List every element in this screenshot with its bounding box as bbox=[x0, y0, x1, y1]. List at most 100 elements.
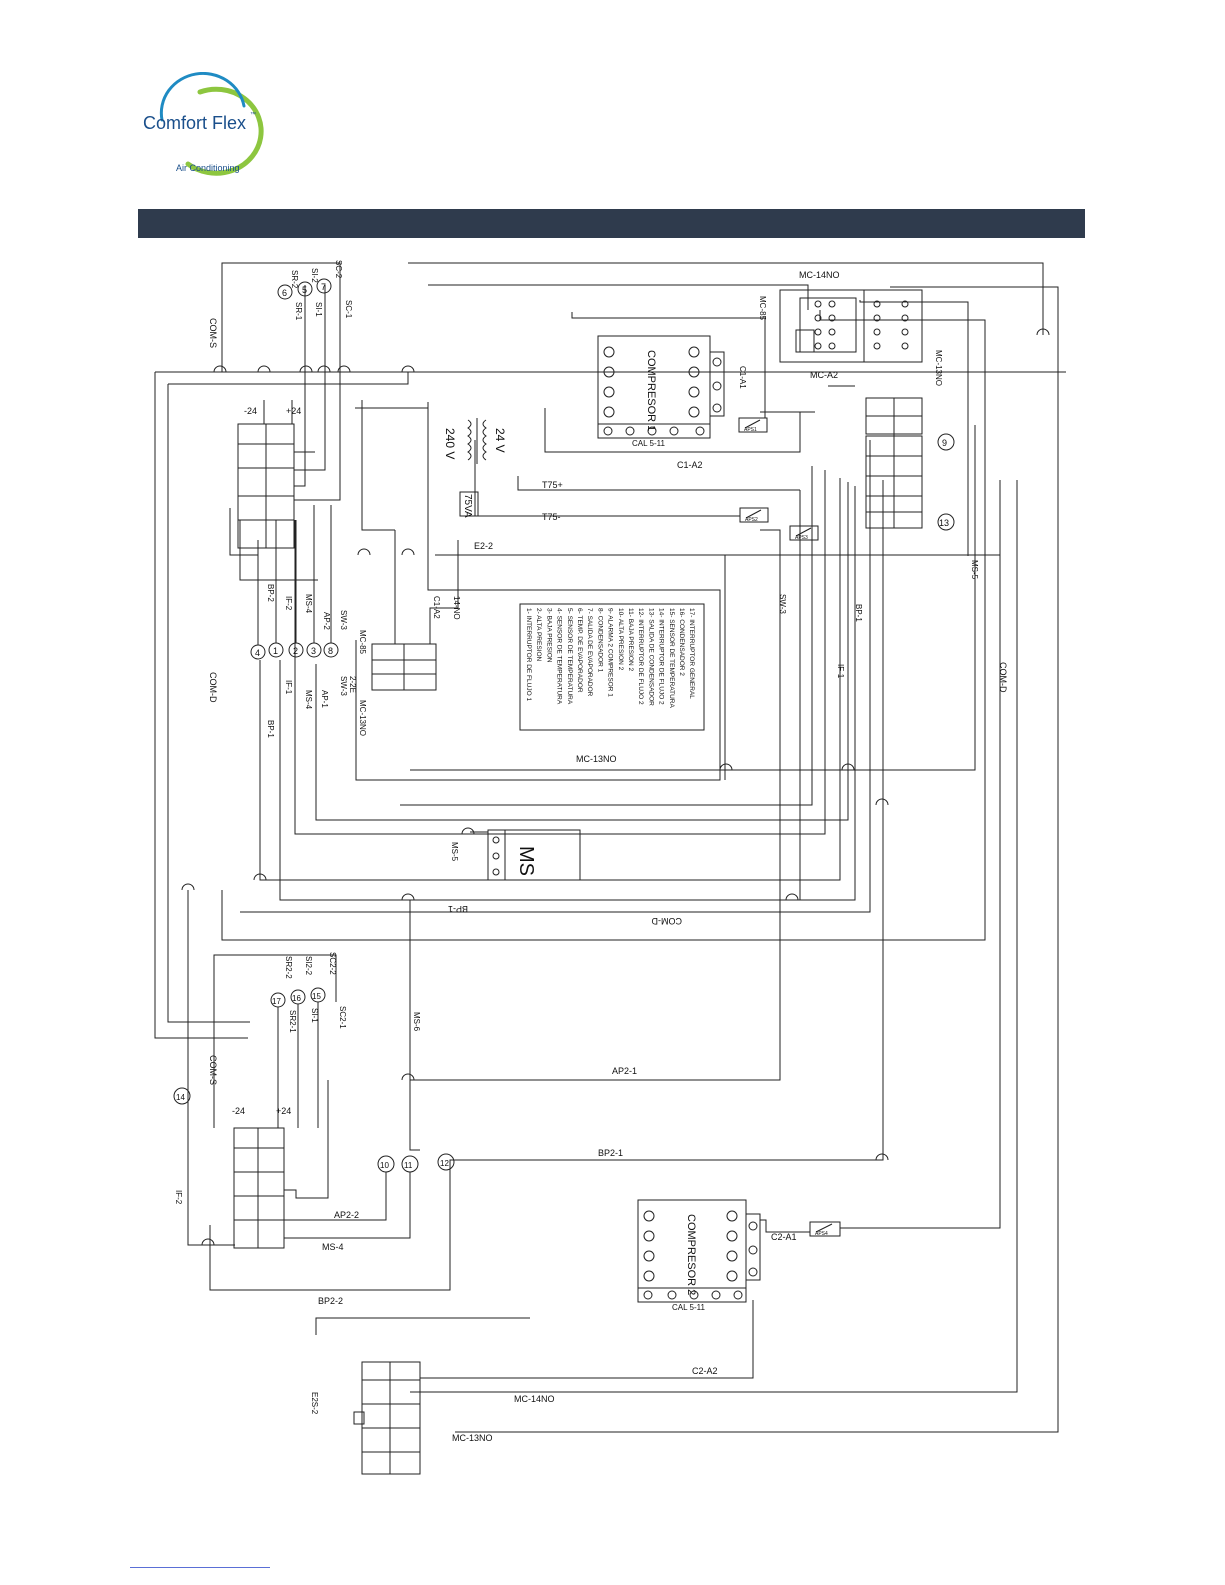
label-ms4: MS-4 bbox=[304, 594, 313, 614]
label-c1-a1: C1-A1 bbox=[738, 366, 747, 389]
footer-link-underline bbox=[130, 1567, 270, 1568]
wires-top bbox=[154, 262, 1066, 1433]
connector-13-label: 13 bbox=[939, 518, 949, 528]
label-mc14no-top: MC-14NO bbox=[799, 270, 840, 280]
label-c2-a1: C2-A1 bbox=[771, 1232, 797, 1242]
logo-arc-blue-icon bbox=[159, 71, 246, 122]
label-mc13no-right: MC-13NO bbox=[934, 350, 943, 386]
label-si2: SI-2 bbox=[310, 268, 319, 283]
label-c1-a2: C1-A2 bbox=[677, 460, 703, 470]
label-c1a2-mid: C1-A2 bbox=[432, 596, 441, 619]
label-if1-right: IF-1 bbox=[836, 664, 845, 679]
connector-14 bbox=[173, 1087, 191, 1105]
relay-block-center: MC-85 C1-A2 14-NO 2-2E MC-13NO bbox=[348, 530, 461, 736]
connector-group-top: 6 5 7 SR-2 SI-2 SC-2 SR-1 SI-1 SC-1 COM-… bbox=[208, 260, 353, 348]
label-e2-2: E2-2 bbox=[474, 541, 493, 551]
ms-module-label: MS bbox=[515, 846, 537, 876]
contactor-mc-a2: MC-14NO MC-85 MC-A2 MC-13NO bbox=[758, 270, 943, 386]
compressor-1: COMPRESOR 1 CAL 5-11 C1-A1 C1-A2 bbox=[597, 335, 747, 470]
label-mc-a2: MC-A2 bbox=[810, 370, 838, 380]
label-sr2: SR-2 bbox=[290, 270, 299, 289]
label-sr2-2: SR2-2 bbox=[284, 956, 293, 979]
compressor-2-label: COMPRESOR 2 bbox=[685, 1214, 697, 1295]
label-com-d-left: COM-D bbox=[208, 672, 218, 703]
connector-group-lower: 17 16 15 SR2-2 SI2-2 SC2-2 SR2-1 SI-1 SC… bbox=[208, 952, 347, 1128]
connector-16-label: 16 bbox=[292, 994, 301, 1003]
terminal-block-lower: -24 +24 bbox=[232, 1080, 329, 1249]
label-bp2-1: BP2-1 bbox=[598, 1148, 623, 1158]
compressor-1-cal: CAL 5-11 bbox=[632, 439, 665, 448]
legend-item: 10- ALTA PRESION 2 bbox=[617, 608, 624, 671]
compressor-2-cal: CAL 5-11 bbox=[672, 1303, 705, 1312]
legend-item: 16- CONDENSADOR 2 bbox=[678, 608, 685, 676]
brand-trademark: ™ bbox=[250, 111, 256, 118]
legend-item: 3- BAJA PRESION bbox=[545, 608, 552, 663]
pressure-switches: APS1 APS2 APS3 APS4 bbox=[738, 417, 841, 1237]
connector-5 bbox=[297, 281, 313, 297]
legend-item: 9- ALARMA 2 COMPRESOR 1 bbox=[607, 608, 614, 697]
legend-item: 5- SENSOR DE TEMPERATURA bbox=[566, 608, 573, 705]
brand-tagline: Air Conditioning bbox=[176, 163, 240, 173]
wiring-diagram: -24 +24 6 5 7 SR-2 SI-2 SC-2 SR-1 SI-1 S… bbox=[150, 255, 1070, 1525]
connector-2-label: 2 bbox=[293, 646, 298, 656]
logo-arc-green-icon bbox=[185, 86, 264, 176]
connector-group-middle: 4 1 2 3 8 BP-2 IF-2 MS-4 AP-2 SW-3 BP-1 … bbox=[208, 505, 348, 738]
label-24v: 24 V bbox=[493, 428, 507, 453]
connector-6 bbox=[277, 284, 293, 300]
label-sc1: SC-1 bbox=[344, 300, 353, 319]
connector-11-label: 11 bbox=[404, 1161, 413, 1170]
connector-13 bbox=[937, 513, 955, 531]
label-ms5: MS-5 bbox=[450, 842, 459, 862]
label-t75-plus: T75+ bbox=[542, 480, 563, 490]
label-c2-a2: C2-A2 bbox=[692, 1366, 718, 1376]
label-mc13no-left: MC-13NO bbox=[358, 700, 367, 736]
wire-crossovers bbox=[181, 328, 1050, 1246]
connector-15-label: 15 bbox=[312, 992, 321, 1001]
connector-6-label: 6 bbox=[282, 288, 287, 298]
aps3-label: APS3 bbox=[795, 535, 808, 541]
legend-item: 14- INTERRUPTOR DE FLUJO 2 bbox=[658, 608, 665, 705]
connector-4-label: 4 bbox=[255, 648, 260, 658]
label-e2s2: E2S-2 bbox=[310, 1392, 319, 1415]
legend-item: 8- CONDENSADOR 1 bbox=[596, 608, 603, 673]
legend-item: 13- SALIDA DE CONDENSADOR bbox=[647, 608, 654, 706]
label-sw3-right: SW-3 bbox=[778, 594, 787, 614]
legend-item: 2- ALTA PRESION bbox=[535, 608, 542, 662]
label-com-d-bottom: COM-D bbox=[651, 916, 682, 926]
connector-9-label: 9 bbox=[942, 438, 947, 448]
label-si1: SI-1 bbox=[314, 302, 323, 317]
legend-item: 7- SALIDA DE EVAPORADOR bbox=[586, 608, 593, 697]
label-si2-2: SI2-2 bbox=[304, 956, 313, 976]
label-ap2-1: AP2-1 bbox=[612, 1066, 637, 1076]
aps2-label: APS2 bbox=[745, 517, 758, 523]
label-240v: 240 V bbox=[443, 428, 457, 459]
label-sw3-low: SW-3 bbox=[339, 676, 348, 696]
label-com-s-bottom: COM-S bbox=[208, 1055, 218, 1085]
connector-1-label: 1 bbox=[273, 646, 278, 656]
connector-3-label: 3 bbox=[311, 646, 316, 656]
connector-9 bbox=[937, 433, 955, 451]
legend-item: 17- INTERRUPTOR GENERAL bbox=[688, 608, 695, 699]
connector-7-label: 7 bbox=[321, 282, 326, 292]
label-bp1: BP-1 bbox=[266, 720, 275, 738]
label-m24-top: -24 bbox=[244, 406, 257, 416]
label-bp1-bottom: BP-1 bbox=[448, 904, 468, 914]
label-14no: 14-NO bbox=[452, 596, 461, 620]
label-sc2-2: SC2-2 bbox=[328, 952, 337, 975]
relay-block-bottom: E2S-2 MC-14NO MC-13NO bbox=[310, 1361, 555, 1475]
label-mc14no-bottom: MC-14NO bbox=[514, 1394, 555, 1404]
compressor-2: COMPRESOR 2 CAL 5-11 C2-A1 C2-A2 bbox=[420, 1199, 810, 1379]
label-com-s-top: COM-S bbox=[208, 318, 218, 348]
compressor-1-label: COMPRESOR 1 bbox=[645, 350, 657, 431]
aps1-label: APS1 bbox=[744, 427, 757, 433]
connector-8-label: 8 bbox=[328, 646, 333, 656]
legend-item: 15- SENSOR DE TEMPERATURA bbox=[668, 608, 675, 708]
aps4-label: APS4 bbox=[815, 1231, 828, 1237]
connector-17-label: 17 bbox=[272, 997, 281, 1006]
transformer-rating-box bbox=[459, 491, 479, 517]
label-if1: IF-1 bbox=[284, 680, 293, 695]
transformer: 240 V 24 V 75VA T75+ T75- E2-2 bbox=[443, 418, 563, 551]
label-si2-1: SI-1 bbox=[310, 1008, 319, 1023]
label-2-2e: 2-2E bbox=[348, 676, 357, 693]
